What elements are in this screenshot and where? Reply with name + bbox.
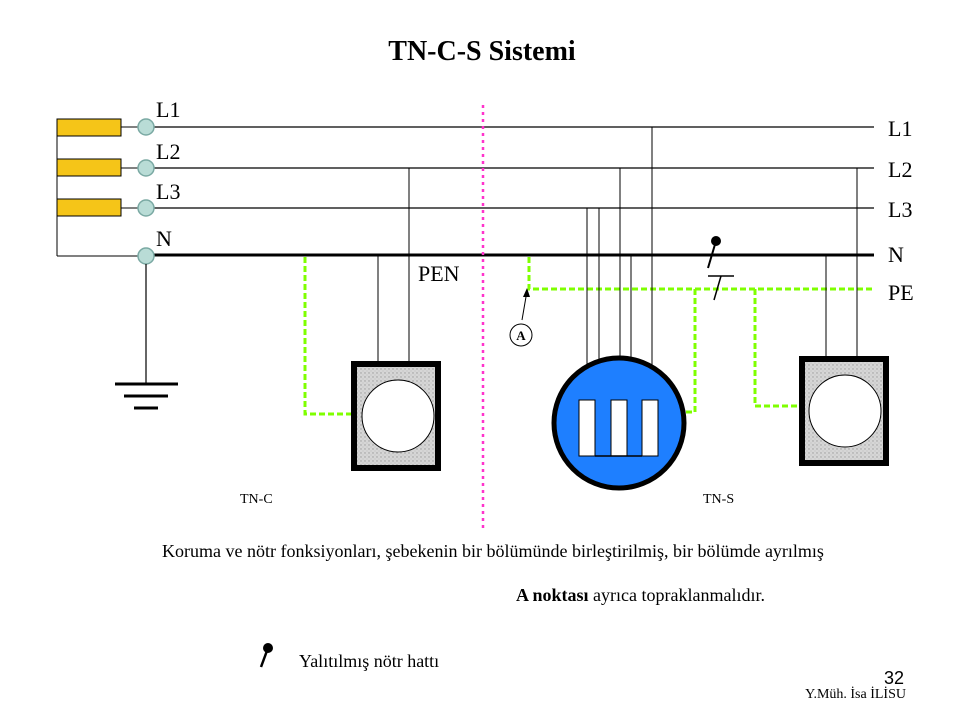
left-label-l2: L2	[156, 139, 180, 164]
author-credit: Y.Müh. İsa İLİSU	[805, 686, 906, 702]
tn-s-device-circle	[808, 374, 882, 448]
earth-ground-icon	[115, 264, 178, 410]
tn-c-protective-conductor	[303, 257, 354, 416]
point-a-marker: A	[509, 288, 533, 347]
section-label-tn-c: TN-C	[240, 492, 273, 507]
motor-winding-1	[578, 399, 596, 457]
grounding-note-rest: ayrıca topraklanmalıdır.	[589, 585, 765, 605]
motor-winding-2	[610, 399, 628, 457]
three-phase-motor	[551, 127, 697, 491]
terminal-l1	[137, 118, 155, 136]
bus-lines	[154, 126, 874, 257]
tn-s-protective-conductor	[753, 289, 802, 408]
motor-winding-3	[641, 399, 659, 457]
fuse-l1	[56, 118, 122, 137]
fuse-l3	[56, 198, 122, 217]
pe-conductor	[527, 257, 874, 291]
terminal-n	[137, 247, 155, 265]
legend-insulated-neutral-icon	[259, 643, 273, 668]
pen-label: PEN	[418, 261, 460, 286]
left-label-l3: L3	[156, 179, 180, 204]
insulated-neutral-icon	[707, 236, 734, 301]
terminals	[137, 118, 155, 265]
grounding-note-bold: A noktası	[516, 585, 589, 605]
tn-c-device-circle	[361, 379, 435, 453]
right-label-l3: L3	[888, 197, 912, 222]
right-label-l1: L1	[888, 116, 912, 141]
section-label-tn-s: TN-S	[703, 492, 734, 507]
left-label-l1: L1	[156, 97, 180, 122]
page-number: 32	[884, 668, 904, 688]
right-label-l2: L2	[888, 157, 912, 182]
tn-c-device	[303, 168, 441, 471]
grounding-note: A noktası ayrıca topraklanmalıdır.	[516, 585, 765, 605]
terminal-l3	[137, 199, 155, 217]
tn-s-device	[753, 168, 889, 466]
right-label-pe: PE	[888, 280, 914, 305]
fuse-group	[56, 118, 140, 257]
right-label-n: N	[888, 242, 904, 267]
left-label-n: N	[156, 226, 172, 251]
slide-title: TN-C-S Sistemi	[388, 36, 576, 67]
description-text: Koruma ve nötr fonksiyonları, şebekenin …	[162, 541, 824, 561]
motor-protective-conductor	[678, 289, 697, 414]
legend-text: Yalıtılmış nötr hattı	[299, 651, 439, 671]
fuse-l2	[56, 158, 122, 177]
terminal-l2	[137, 159, 155, 177]
point-a-label: A	[516, 328, 526, 343]
